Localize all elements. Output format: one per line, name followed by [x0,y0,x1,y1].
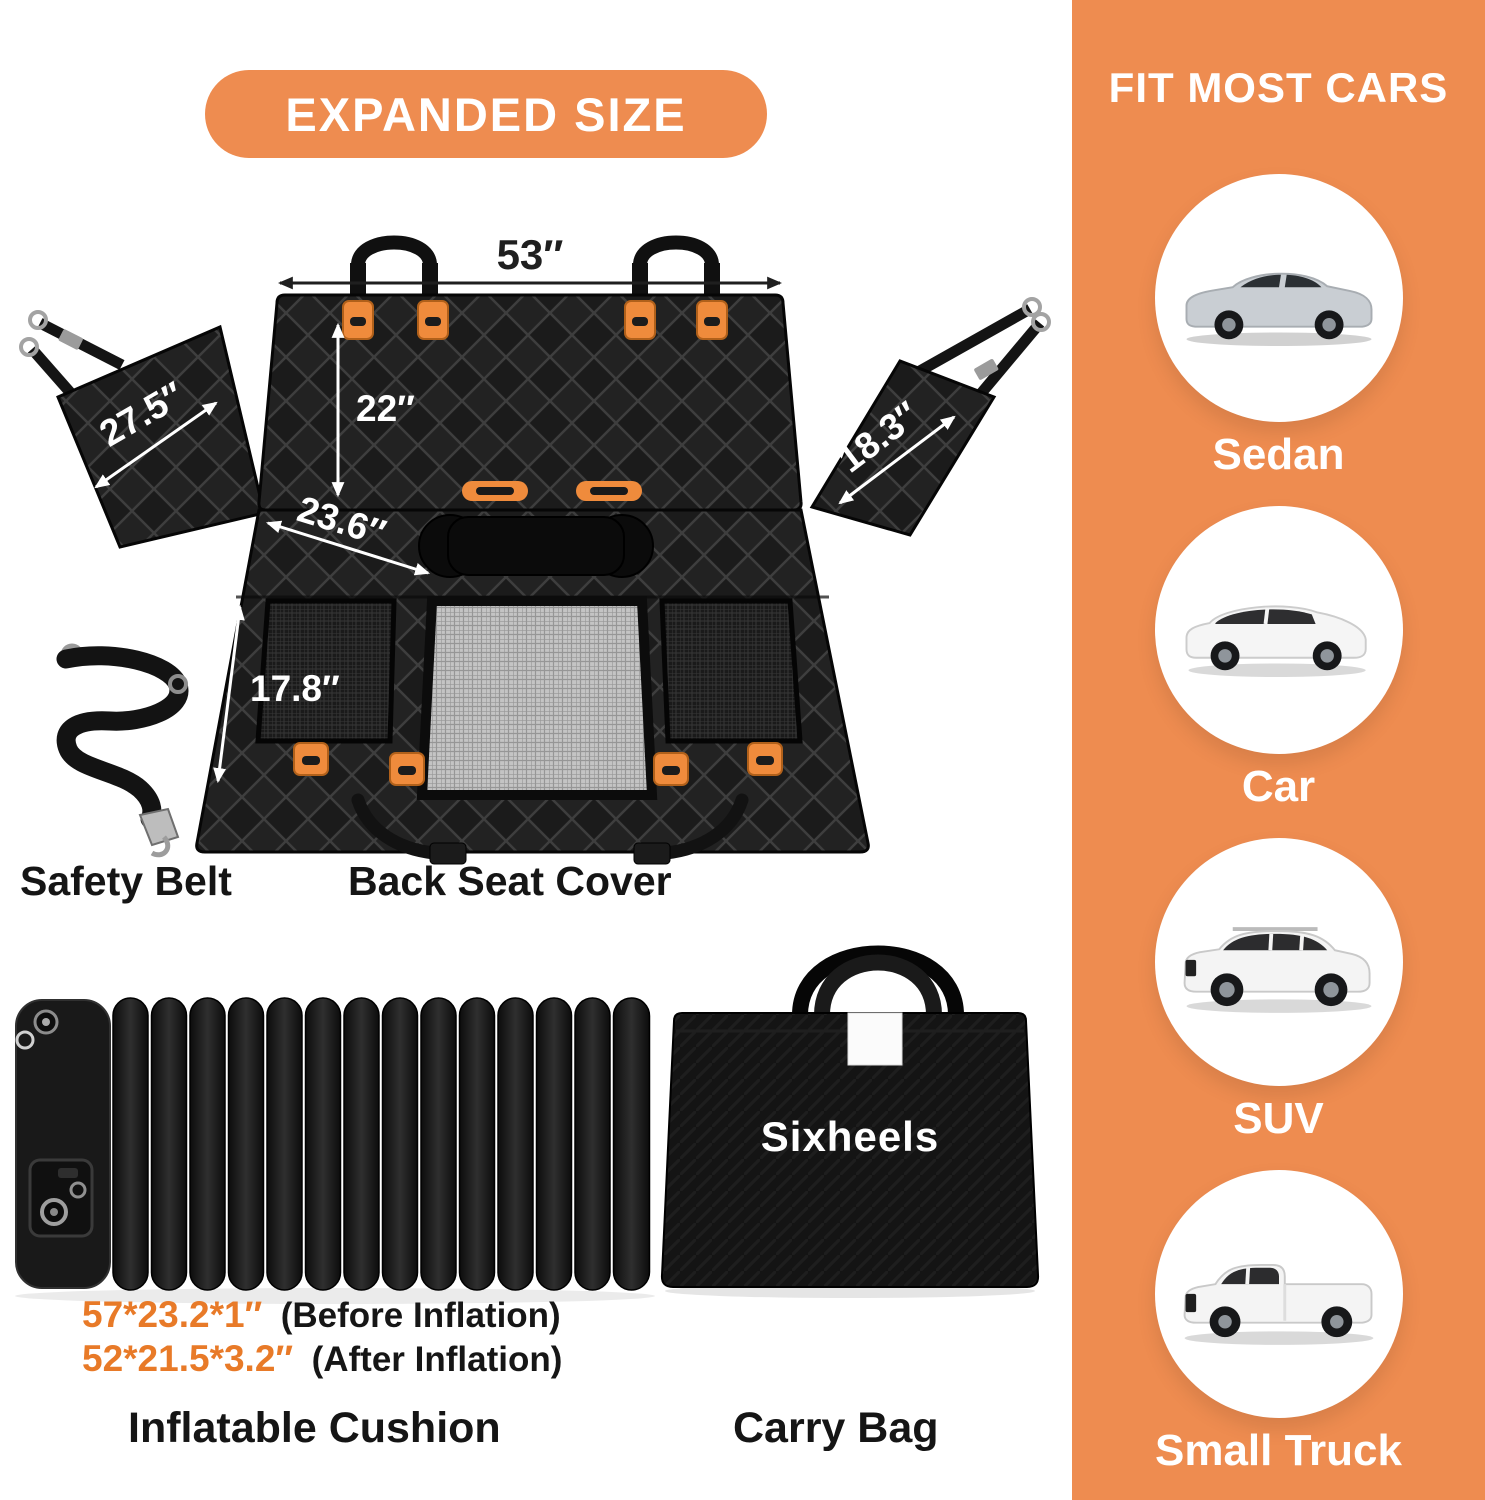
sidebar-title: FIT MOST CARS [1108,64,1449,111]
cushion-size-after-note: (After Inflation) [311,1340,563,1379]
vehicle-label-small-truck: Small Truck [1154,1426,1402,1475]
bag-body [660,1012,1040,1288]
carry-bag-brand: Sixheels [761,1113,939,1160]
vehicle-suv: SUV [1072,838,1485,1144]
ring-icon [69,1181,87,1199]
cushion-size-before: 57*23.2*1″ (Before Inflation) [82,1294,561,1336]
expanded-size-badge: EXPANDED SIZE [205,70,767,158]
buckle-slots [350,317,720,326]
safety-belt-label: Safety Belt [20,858,232,904]
inflatable-cushion-label: Inflatable Cushion [128,1404,501,1452]
sedan-illustration [1185,272,1372,347]
vehicle-label-sedan: Sedan [1212,430,1345,479]
suv-illustration [1183,927,1371,1014]
small-truck-image [1154,1170,1403,1418]
vehicle-car: Car [1072,506,1485,812]
suv-image [1154,838,1403,1086]
inflatable-cushion-image [15,997,655,1304]
strap-keepers [462,481,642,501]
metal-clip-icon [1031,312,1051,332]
bag-handle [814,954,942,1016]
dimension-top-width: 53″ [497,231,564,278]
air-tubes [112,997,651,1291]
cushion-size-after: 52*21.5*3.2″ (After Inflation) [82,1338,562,1380]
bottom-buckle-slots [302,756,774,775]
vehicle-sedan: Sedan [1072,174,1485,480]
back-seat-cover-image: 53″ 22″ 27.5″ 18.3″ 23.6″ 17.8″ [19,231,1051,865]
bag-tag [847,1012,903,1066]
sedan-image [1154,174,1403,422]
dimension-backrest-height: 22″ [356,388,415,429]
center-mesh-window [416,596,658,800]
cushion-valve-panel [15,999,111,1289]
metal-clip-icon [1022,297,1042,317]
metal-clip-icon [19,337,39,357]
vehicle-label-suv: SUV [1233,1094,1324,1143]
carry-bag-label: Carry Bag [733,1404,939,1452]
safety-belt-image [56,643,189,858]
expanded-size-text: EXPANDED SIZE [285,87,687,141]
ring-icon [15,1030,35,1050]
car-illustration [1185,605,1367,678]
cushion-size-after-value: 52*21.5*3.2″ [82,1338,294,1379]
vehicle-label-car: Car [1241,762,1316,811]
metal-clip-icon [28,310,48,330]
left-side-flap [56,324,266,549]
small-truck-illustration [1183,1264,1373,1346]
bottom-straps [351,793,749,860]
left-mesh-pocket [255,598,397,744]
carry-bag-image: Sixheels [660,945,1040,1298]
fit-most-cars-panel: FIT MOST CARS Sedan [1072,0,1485,1500]
cushion-size-before-value: 57*23.2*1″ [82,1294,263,1335]
bone-pad [418,514,654,578]
dimension-front-height: 17.8″ [250,668,340,709]
bag-handle [792,945,964,1016]
vehicle-small-truck: Small Truck [1072,1170,1485,1476]
right-mesh-pocket [659,598,803,744]
belt-latch-icon [138,807,180,847]
back-seat-cover-label: Back Seat Cover [348,858,672,904]
car-image [1154,506,1403,754]
cushion-size-before-note: (Before Inflation) [280,1296,561,1335]
